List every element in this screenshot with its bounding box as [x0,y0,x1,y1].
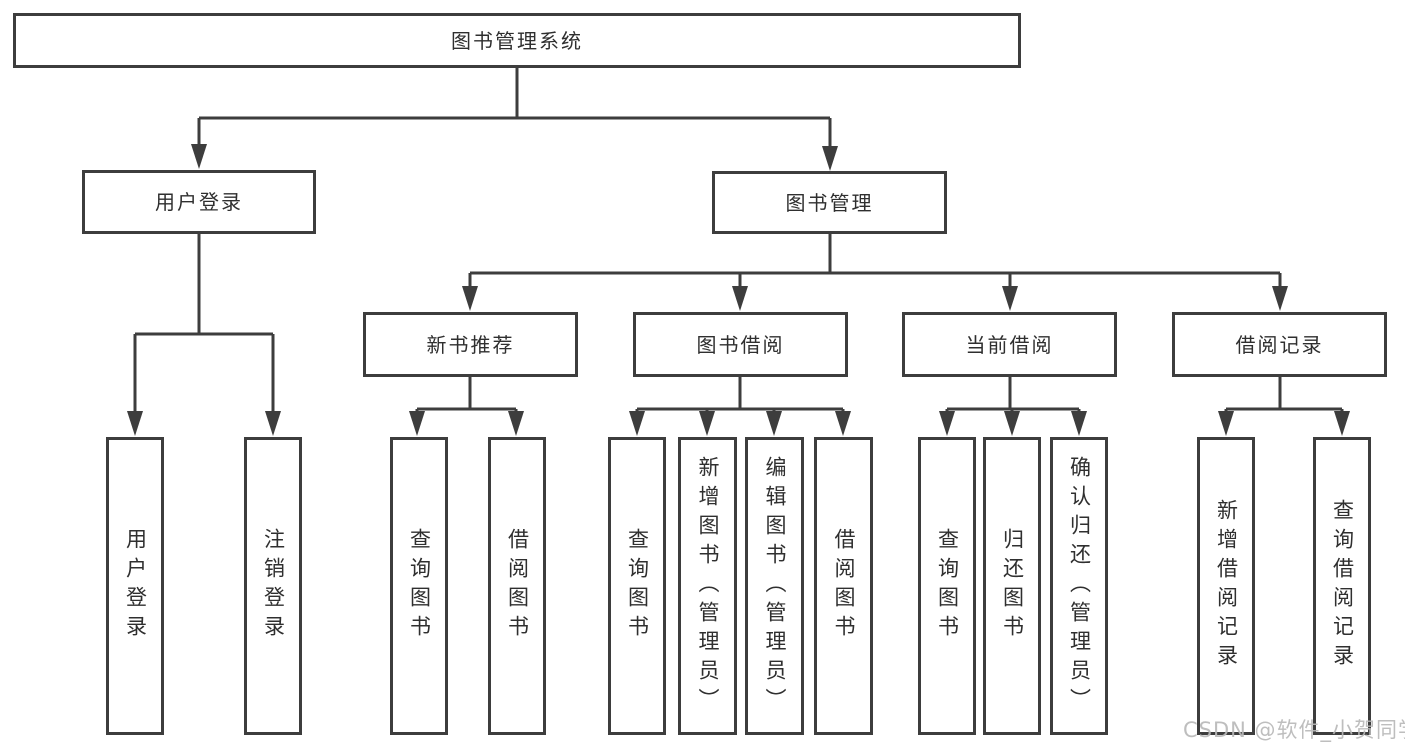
node-new-book-recommend: 新书推荐 [363,312,578,377]
leaf-label: 确认归还（管理员） [1067,455,1092,717]
leaf-query-books-current: 查询图书 [918,437,976,735]
node-label: 新书推荐 [426,332,515,357]
node-book-management: 图书管理 [712,171,947,234]
leaf-label: 用户登录 [123,528,148,644]
leaf-logout: 注销登录 [244,437,302,735]
connector-borrow-records-to-leaves [1218,377,1350,436]
node-library-management-system: 图书管理系统 [13,13,1021,68]
csdn-watermark: CSDN @软件_小贺同学 [1183,718,1405,742]
node-borrow-records: 借阅记录 [1172,312,1387,377]
node-user-login: 用户登录 [82,170,316,234]
connector-book-borrow-to-leaves [629,377,851,436]
leaf-add-books-admin: 新增图书（管理员） [678,437,737,735]
connector-new-book-recommend-to-leaves [409,377,524,436]
leaf-user-login: 用户登录 [106,437,164,735]
leaf-label: 编辑图书（管理员） [763,455,787,717]
node-label: 用户登录 [155,190,243,214]
leaf-label: 新增借阅记录 [1214,499,1239,673]
node-label: 图书管理 [785,190,874,215]
node-label: 借阅记录 [1235,332,1324,357]
node-label: 图书借阅 [696,332,785,357]
leaf-query-books-recommend: 查询图书 [390,437,448,735]
node-book-borrow: 图书借阅 [633,312,848,377]
leaf-return-books: 归还图书 [983,437,1041,735]
leaf-label: 查询图书 [625,528,650,644]
leaf-label: 归还图书 [1000,528,1025,644]
connector-user-login-to-leaves [127,234,281,436]
leaf-borrow-books-recommend: 借阅图书 [488,437,546,735]
leaf-label: 查询图书 [935,528,960,644]
node-current-borrow: 当前借阅 [902,312,1117,377]
connector-root-to-level1 [191,68,838,171]
leaf-label: 查询图书 [407,528,432,644]
leaf-label: 借阅图书 [505,528,530,644]
leaf-add-borrow-record: 新增借阅记录 [1197,437,1255,735]
leaf-query-books-borrow: 查询图书 [608,437,666,735]
leaf-label: 新增图书（管理员） [696,455,720,717]
connector-current-borrow-to-leaves [939,377,1087,436]
leaf-confirm-return-admin: 确认归还（管理员） [1050,437,1108,735]
node-label: 当前借阅 [965,332,1054,357]
node-label: 图书管理系统 [451,28,583,53]
connector-book-management-to-sections [462,234,1288,311]
leaf-label: 查询借阅记录 [1330,499,1355,673]
leaf-borrow-books: 借阅图书 [814,437,873,735]
leaf-edit-books-admin: 编辑图书（管理员） [745,437,804,735]
leaf-label: 注销登录 [261,528,286,644]
leaf-label: 借阅图书 [832,528,856,644]
leaf-query-borrow-record: 查询借阅记录 [1313,437,1371,735]
